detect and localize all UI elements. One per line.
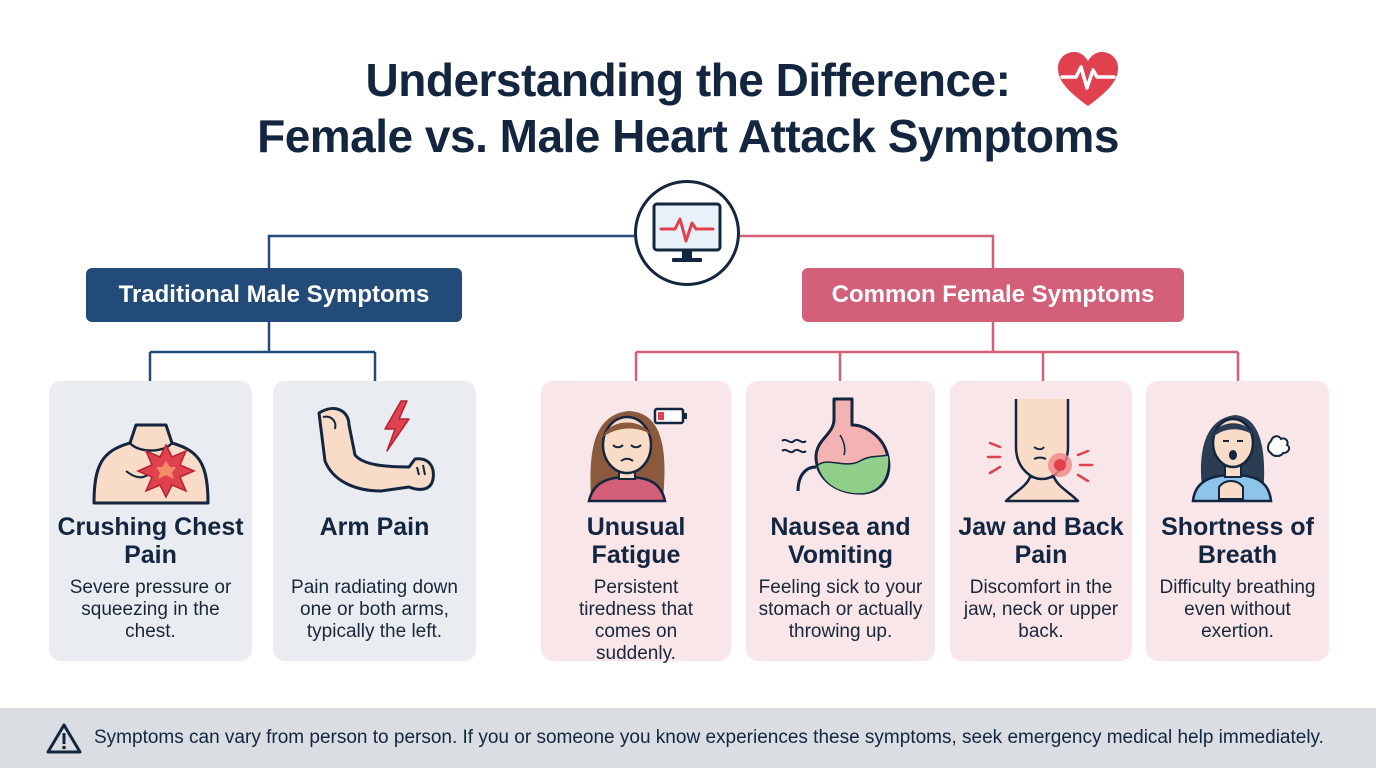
warning-icon: [46, 723, 82, 754]
page-title-line-1: Understanding the Difference:: [365, 54, 1011, 106]
card-description: Severe pressure or squeezing in the ches…: [69, 577, 232, 642]
card-description: Discomfort in the jaw, neck or upper bac…: [963, 577, 1119, 642]
chest-pain-icon: [92, 423, 209, 505]
heart-rate-icon: [1058, 52, 1118, 106]
jaw-pain-icon: [986, 399, 1094, 503]
card-description: Difficulty breathing even without exerti…: [1159, 577, 1316, 642]
symptom-card-fatigue: Unusual Fatigue Persistent tiredness tha…: [541, 381, 731, 664]
card-title: Shortness of Breath: [1161, 513, 1314, 569]
male-symptoms-label: Traditional Male Symptoms: [86, 268, 462, 322]
card-title: Crushing Chest Pain: [57, 513, 244, 569]
card-description: Persistent tiredness that comes on sudde…: [578, 577, 694, 664]
page-title-line-2: Female vs. Male Heart Attack Symptoms: [257, 110, 1119, 162]
ecg-monitor-badge: [634, 180, 740, 286]
card-description: Pain radiating down one or both arms, ty…: [291, 577, 458, 642]
card-title: Unusual Fatigue: [586, 513, 686, 569]
female-symptoms-label: Common Female Symptoms: [802, 268, 1184, 322]
symptom-card-breath: Shortness of Breath Difficulty breathing…: [1146, 381, 1329, 661]
breath-icon: [1191, 415, 1290, 503]
card-description: Feeling sick to your stomach or actually…: [758, 577, 923, 642]
disclaimer-bar: Symptoms can vary from person to person.…: [0, 708, 1376, 768]
fatigue-icon: [587, 407, 687, 503]
symptom-card-jaw-pain: Jaw and Back Pain Discomfort in the jaw,…: [950, 381, 1132, 661]
symptom-card-nausea: Nausea and Vomiting Feeling sick to your…: [746, 381, 935, 661]
symptom-card-arm-pain: Arm Pain Pain radiating down one or both…: [273, 381, 476, 661]
card-title: Jaw and Back Pain: [958, 513, 1124, 569]
stomach-icon: [780, 397, 890, 495]
card-title: Nausea and Vomiting: [770, 513, 911, 569]
ecg-monitor-icon: [652, 202, 722, 262]
arm-pain-icon: [317, 400, 435, 493]
symptom-card-chest-pain: Crushing Chest Pain Severe pressure or s…: [49, 381, 252, 661]
card-title: Arm Pain: [319, 513, 430, 541]
disclaimer-text: Symptoms can vary from person to person.…: [94, 727, 1324, 748]
